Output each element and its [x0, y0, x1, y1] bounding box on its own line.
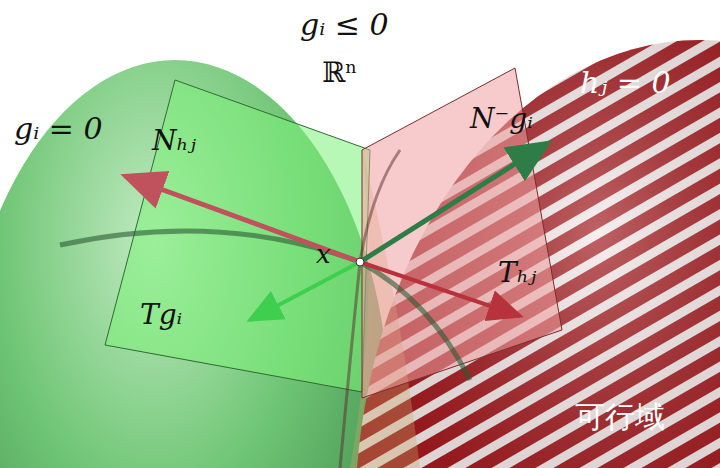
feasible-region-label: 可行域: [575, 400, 665, 433]
point-label: x: [316, 240, 331, 269]
region-label: gᵢ ≤ 0: [300, 8, 389, 41]
normal-label: N⁻gᵢ: [470, 104, 533, 135]
normal-label: Nₕⱼ: [152, 126, 196, 157]
tangent-label: Tₕⱼ: [498, 258, 536, 289]
tangent-label: Tgᵢ: [140, 300, 182, 331]
surface-label: gᵢ = 0: [14, 112, 103, 145]
space-label: ℝⁿ: [322, 58, 357, 89]
surface-label: hⱼ = 0: [580, 66, 671, 99]
